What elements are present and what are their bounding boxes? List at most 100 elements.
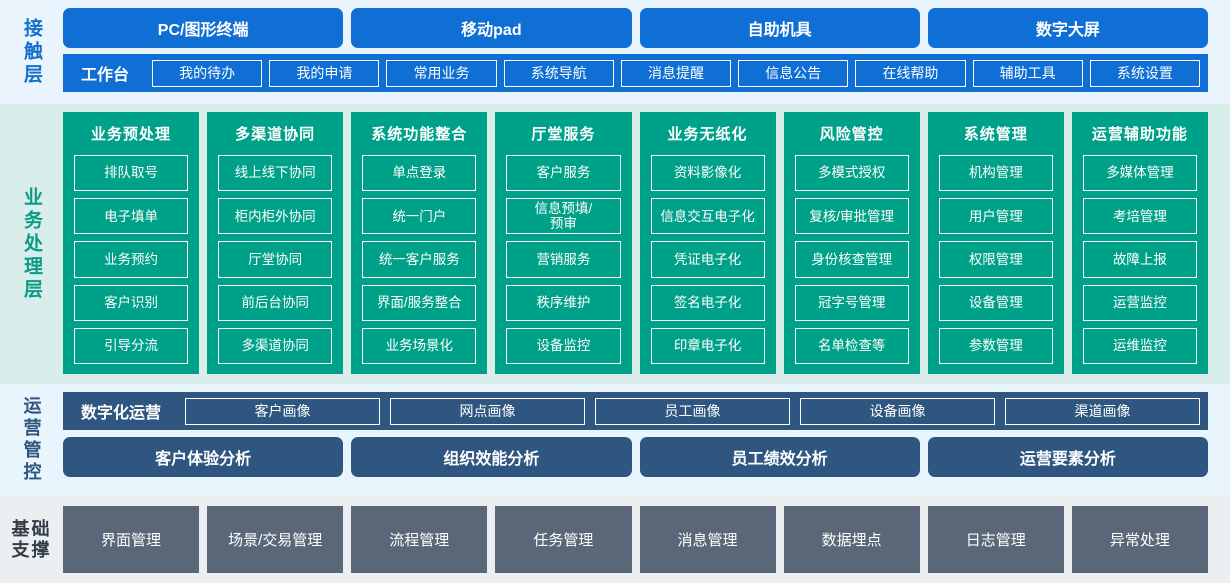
portrait-item-employee[interactable]: 员工画像 [595, 397, 791, 425]
layer-contact-body: PC/图形终端 移动pad 自助机具 数字大屏 工作台 我的待办 我的申请 常用… [63, 8, 1230, 96]
business-item[interactable]: 电子填单 [74, 198, 189, 235]
business-item[interactable]: 多渠道协同 [218, 327, 333, 365]
workbench-title: 工作台 [81, 67, 130, 84]
layer-operations-label-text: 运营管控 [21, 396, 42, 484]
business-item[interactable]: 客户服务 [506, 155, 621, 192]
business-item[interactable]: 前后台协同 [218, 284, 333, 321]
channel-box-self-service[interactable]: 自助机具 [639, 8, 920, 48]
business-item[interactable]: 设备监控 [506, 327, 621, 365]
business-item[interactable]: 线上线下协同 [218, 155, 333, 192]
base-item-data-tracking[interactable]: 数据埋点 [783, 506, 920, 573]
layer-contact-label: 接触层 [0, 8, 63, 96]
business-item[interactable]: 运维监控 [1082, 327, 1197, 365]
business-item[interactable]: 秩序维护 [506, 284, 621, 321]
business-item[interactable]: 复核/审批管理 [794, 198, 909, 235]
business-item[interactable]: 业务场景化 [362, 327, 477, 365]
business-item[interactable]: 单点登录 [362, 155, 477, 192]
business-item[interactable]: 印章电子化 [650, 327, 765, 365]
portrait-item-device[interactable]: 设备画像 [800, 397, 996, 425]
layer-business-label-text: 业务处理层 [21, 186, 42, 302]
business-item[interactable]: 故障上报 [1082, 241, 1197, 278]
channel-box-digital-screen[interactable]: 数字大屏 [927, 8, 1208, 48]
base-item-exception-handling[interactable]: 异常处理 [1071, 506, 1208, 573]
analysis-row: 客户体验分析 组织效能分析 员工绩效分析 运营要素分析 [63, 437, 1208, 477]
business-column-paperless: 业务无纸化 资料影像化 信息交互电子化 凭证电子化 签名电子化 印章电子化 [639, 112, 776, 374]
business-item[interactable]: 凭证电子化 [650, 241, 765, 278]
business-column-preprocessing: 业务预处理 排队取号 电子填单 业务预约 客户识别 引导分流 [63, 112, 200, 374]
business-column-multichannel: 多渠道协同 线上线下协同 柜内柜外协同 厅堂协同 前后台协同 多渠道协同 [207, 112, 344, 374]
business-item[interactable]: 统一客户服务 [362, 241, 477, 278]
business-item[interactable]: 营销服务 [506, 241, 621, 278]
business-item[interactable]: 设备管理 [938, 284, 1053, 321]
business-column-system-integration: 系统功能整合 单点登录 统一门户 统一客户服务 界面/服务整合 业务场景化 [351, 112, 488, 374]
portrait-item-customer[interactable]: 客户画像 [185, 397, 381, 425]
business-item[interactable]: 运营监控 [1082, 284, 1197, 321]
business-item[interactable]: 权限管理 [938, 241, 1053, 278]
workbench-item-system-navigation[interactable]: 系统导航 [503, 59, 614, 87]
business-column-title: 多渠道协同 [235, 126, 316, 143]
business-item[interactable]: 多模式授权 [794, 155, 909, 192]
workbench-item-announcement[interactable]: 信息公告 [738, 59, 849, 87]
analysis-box-customer-experience[interactable]: 客户体验分析 [63, 437, 344, 477]
business-column-title: 风险管控 [819, 126, 884, 143]
business-item[interactable]: 多媒体管理 [1082, 155, 1197, 192]
analysis-box-employee-performance[interactable]: 员工绩效分析 [639, 437, 920, 477]
channel-box-mobile-pad[interactable]: 移动pad [351, 8, 632, 48]
business-item[interactable]: 信息交互电子化 [650, 198, 765, 235]
channel-box-pc[interactable]: PC/图形终端 [63, 8, 344, 48]
business-column-operation-support: 运营辅助功能 多媒体管理 考培管理 故障上报 运营监控 运维监控 [1071, 112, 1208, 374]
workbench-item-system-settings[interactable]: 系统设置 [1089, 59, 1200, 87]
business-item[interactable]: 名单检查等 [794, 327, 909, 365]
base-item-scene-transaction-management[interactable]: 场景/交易管理 [207, 506, 344, 573]
workbench-item-utility-tools[interactable]: 辅助工具 [972, 59, 1083, 87]
analysis-box-operation-factor[interactable]: 运营要素分析 [927, 437, 1208, 477]
workbench-item-my-todo[interactable]: 我的待办 [152, 59, 263, 87]
business-item[interactable]: 资料影像化 [650, 155, 765, 192]
business-column-system-management: 系统管理 机构管理 用户管理 权限管理 设备管理 参数管理 [927, 112, 1064, 374]
business-item[interactable]: 用户管理 [938, 198, 1053, 235]
analysis-box-organization-efficiency[interactable]: 组织效能分析 [351, 437, 632, 477]
business-item[interactable]: 排队取号 [74, 155, 189, 192]
base-item-task-management[interactable]: 任务管理 [495, 506, 632, 573]
workbench-item-my-application[interactable]: 我的申请 [269, 59, 380, 87]
base-item-ui-management[interactable]: 界面管理 [63, 506, 200, 573]
business-column-title: 系统管理 [963, 126, 1028, 143]
business-item[interactable]: 冠字号管理 [794, 284, 909, 321]
business-column-risk-control: 风险管控 多模式授权 复核/审批管理 身份核查管理 冠字号管理 名单检查等 [783, 112, 920, 374]
business-column-title: 厅堂服务 [531, 126, 596, 143]
business-column-title: 业务无纸化 [667, 126, 748, 143]
business-item[interactable]: 签名电子化 [650, 284, 765, 321]
business-item[interactable]: 机构管理 [938, 155, 1053, 192]
base-item-log-management[interactable]: 日志管理 [927, 506, 1064, 573]
business-item[interactable]: 厅堂协同 [218, 241, 333, 278]
workbench-row: 工作台 我的待办 我的申请 常用业务 系统导航 消息提醒 信息公告 在线帮助 辅… [63, 54, 1208, 92]
layer-operations-label: 运营管控 [0, 392, 63, 488]
digital-operations-row: 数字化运营 客户画像 网点画像 员工画像 设备画像 渠道画像 [63, 392, 1208, 430]
business-item[interactable]: 业务预约 [74, 241, 189, 278]
business-item[interactable]: 引导分流 [74, 327, 189, 365]
portrait-item-branch[interactable]: 网点画像 [390, 397, 586, 425]
workbench-item-common-business[interactable]: 常用业务 [386, 59, 497, 87]
base-item-process-management[interactable]: 流程管理 [351, 506, 488, 573]
channel-row: PC/图形终端 移动pad 自助机具 数字大屏 [63, 8, 1208, 48]
business-column-title: 业务预处理 [91, 126, 172, 143]
business-item[interactable]: 考培管理 [1082, 198, 1197, 235]
portrait-item-channel[interactable]: 渠道画像 [1005, 397, 1201, 425]
workbench-item-online-help[interactable]: 在线帮助 [855, 59, 966, 87]
layer-contact: 接触层 PC/图形终端 移动pad 自助机具 数字大屏 工作台 我的待办 我的申… [0, 0, 1230, 104]
business-column-title: 系统功能整合 [371, 126, 468, 143]
workbench-item-message-alert[interactable]: 消息提醒 [620, 59, 732, 87]
business-item[interactable]: 信息预填/ 预审 [506, 198, 621, 235]
layer-base-support-body: 界面管理 场景/交易管理 流程管理 任务管理 消息管理 数据埋点 日志管理 异常… [63, 506, 1230, 573]
business-item[interactable]: 界面/服务整合 [362, 284, 477, 321]
business-item[interactable]: 客户识别 [74, 284, 189, 321]
layer-operations-body: 数字化运营 客户画像 网点画像 员工画像 设备画像 渠道画像 客户体验分析 组织… [63, 392, 1230, 488]
business-item[interactable]: 参数管理 [938, 327, 1053, 365]
layer-base-support-label-line1: 基础 [11, 518, 52, 539]
business-item[interactable]: 柜内柜外协同 [218, 198, 333, 235]
business-item[interactable]: 统一门户 [362, 198, 477, 235]
base-item-message-management[interactable]: 消息管理 [639, 506, 776, 573]
business-item[interactable]: 身份核查管理 [794, 241, 909, 278]
layer-base-support-label: 基础 支撑 [0, 506, 63, 573]
